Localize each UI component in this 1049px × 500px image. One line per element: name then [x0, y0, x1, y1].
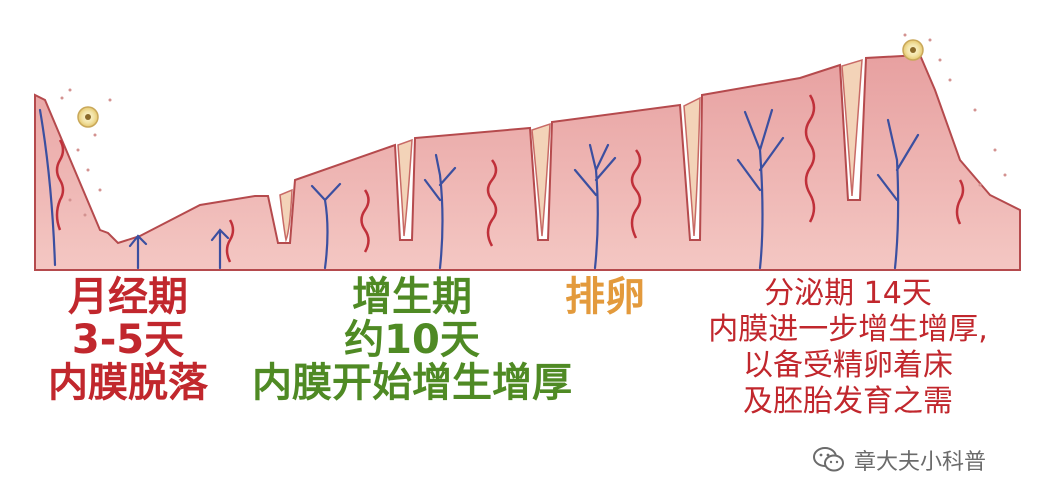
wechat-icon [813, 447, 844, 472]
ovum-right [902, 39, 924, 61]
menstrual-duration: 3-5天 [71, 317, 185, 364]
proliferative-duration: 约10天 [344, 317, 480, 364]
secretory-description-line-1: 内膜进一步增生增厚, [708, 312, 988, 347]
secretory-description-line-2: 以备受精卵着床 [743, 348, 953, 383]
proliferative-title: 增生期 [352, 274, 472, 320]
ovulation-title: 排卵 [565, 274, 645, 320]
endometrium-tissue [34, 53, 1021, 271]
watermark: 章大夫小科普 [812, 440, 1042, 480]
secretory-phase-label: 分泌期 14天 内膜进一步增生增厚, 以备受精卵着床 及胚胎发育之需 [668, 276, 1028, 420]
spiral-arteries [55, 94, 965, 263]
proliferative-description: 内膜开始增生增厚 [252, 360, 572, 407]
watermark-text: 章大夫小科普 [854, 450, 987, 475]
veins [38, 108, 920, 270]
secretory-description-line-3: 及胚胎发育之需 [743, 384, 953, 419]
secretory-title: 分泌期 14天 [764, 276, 932, 311]
ovulation-label: 排卵 [550, 274, 660, 320]
menstrual-phase-label: 月经期 3-5天 内膜脱落 [18, 274, 238, 407]
ovum-left [77, 106, 99, 128]
cell-debris [60, 33, 1007, 217]
menstrual-description: 内膜脱落 [48, 360, 208, 407]
proliferative-phase-label: 增生期 约10天 内膜开始增生增厚 [222, 274, 602, 407]
glands [279, 58, 863, 243]
menstrual-title: 月经期 [68, 274, 188, 320]
